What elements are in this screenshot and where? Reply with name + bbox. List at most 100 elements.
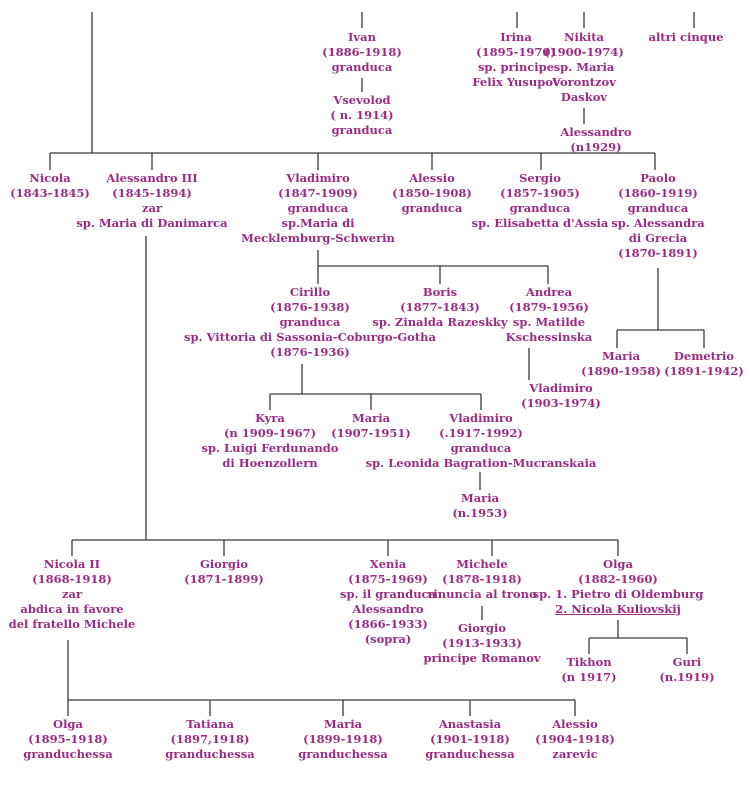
person-text-line: Giorgio	[199, 557, 248, 571]
person-text-line: granduca	[509, 201, 571, 215]
person-text-line: Tikhon	[566, 655, 612, 669]
person-text-line: Maria	[323, 717, 363, 731]
person-text-line: Alessandro	[352, 602, 424, 616]
person-text-line: (.1917-1992)	[439, 426, 523, 440]
person-maria-1899: Maria(1899-1918)granduchessa	[298, 717, 387, 762]
person-text-line: sp. Maria	[553, 60, 615, 74]
person-text-line: zar	[61, 587, 83, 601]
person-text-line: Michele	[456, 557, 508, 571]
person-text-line: granduca	[287, 201, 349, 215]
person-text-line: Nikita	[564, 30, 604, 44]
person-text-line: (1878-1918)	[442, 572, 522, 586]
person-text-line: sp. il granduca	[339, 587, 437, 601]
person-text-line: (1860-1919)	[618, 186, 698, 200]
person-text-line: Tatiana	[186, 717, 234, 731]
person-text-line: Vorontzov	[552, 75, 616, 89]
person-text-line: granduca	[450, 441, 512, 455]
person-text-line: Olga	[603, 557, 633, 571]
person-guri: Guri(n.1919)	[659, 655, 714, 685]
person-text-line: Alessandro III	[106, 171, 198, 185]
person-text-line: (1876-1936)	[270, 345, 350, 359]
person-text-line: Demetrio	[673, 349, 735, 363]
person-text-line: (1868-1918)	[32, 572, 112, 586]
person-text-line: Ivan	[348, 30, 376, 44]
person-text-line: granduchessa	[425, 747, 515, 761]
person-text-line: Nicola	[29, 171, 71, 185]
person-text-line: (1890-1958)	[581, 364, 661, 378]
person-text-line: principe Romanov	[423, 651, 541, 665]
person-maria-1890: Maria(1890-1958)	[581, 349, 661, 379]
person-text-line: granduchessa	[23, 747, 113, 761]
person-text-line: zarevic	[552, 747, 598, 761]
person-text-line: (n 1909-1967)	[223, 426, 317, 440]
person-maria-1907: Maria(1907-1951)	[331, 411, 411, 441]
person-text-line: (1877-1843)	[400, 300, 480, 314]
person-text-line: Xenia	[369, 557, 407, 571]
person-text-line: (1901-1918)	[430, 732, 510, 746]
person-ivan: Ivan(1886-1918)granduca	[322, 30, 402, 75]
person-text-line: Alessio	[409, 171, 455, 185]
person-text-line: Olga	[53, 717, 83, 731]
person-text-line: (1891-1942)	[664, 364, 744, 378]
person-text-line: Kschessinska	[505, 330, 593, 344]
person-text-line: Maria	[351, 411, 391, 425]
person-text-line: (1907-1951)	[331, 426, 411, 440]
person-text-line: Andrea	[525, 285, 573, 299]
person-text-line: Guri	[672, 655, 702, 669]
person-text-line: (1871-1899)	[184, 572, 264, 586]
person-alessandro-1929: Alessandro(n1929)	[560, 125, 631, 155]
person-text-line: sp. 1. Pietro di Oldemburg	[532, 587, 704, 601]
person-alessio-1850: Alessio(1850-1908)granduca	[392, 171, 472, 216]
person-boris: Boris(1877-1843)sp. Zinalda Razeskky	[372, 285, 507, 330]
person-text-line: sp. Leonida Bagration-Mucranskaia	[365, 456, 597, 470]
person-text-line: (sopra)	[364, 632, 412, 646]
person-text-line: (n.1953)	[452, 506, 508, 520]
altri-cinque: altri cinque	[648, 30, 723, 45]
person-text-line: granduchessa	[165, 747, 255, 761]
person-text-line: (1897,1918)	[170, 732, 250, 746]
person-text-line: di Hoenzollern	[222, 456, 318, 470]
person-text-line: (1875-1969)	[348, 572, 428, 586]
person-text-line: Vladimiro	[449, 411, 513, 425]
person-text-line: Paolo	[640, 171, 676, 185]
person-text-line: sp. Matilde	[512, 315, 586, 329]
person-text-line: (1904-1918)	[535, 732, 615, 746]
person-text-line: granduca	[627, 201, 689, 215]
person-text-line: (1882-1960)	[578, 572, 658, 586]
person-text-line: (1913-1933)	[442, 636, 522, 650]
person-text-line: granduca	[279, 315, 341, 329]
person-vsevolod: Vsevolod( n. 1914)granduca	[330, 93, 393, 138]
person-text-line: ( n. 1914)	[330, 108, 394, 122]
person-text-line: Anastasia	[438, 717, 502, 731]
person-nicola-1843: Nicola(1843-1845)	[10, 171, 90, 201]
person-text-line: zar	[141, 201, 163, 215]
person-text-line: (1903-1974)	[521, 396, 601, 410]
person-text-line: sp. Zinalda Razeskky	[372, 315, 508, 329]
person-text-line: di Grecia	[628, 231, 688, 245]
person-alessio-1904: Alessio(1904-1918)zarevic	[535, 717, 615, 762]
person-text-line: altri cinque	[648, 30, 724, 44]
person-text-line: (n1929)	[570, 140, 622, 154]
person-text-line: Kyra	[255, 411, 285, 425]
person-olga-1882: Olga(1882-1960)sp. 1. Pietro di Oldembur…	[533, 557, 704, 617]
person-text-line: Boris	[422, 285, 458, 299]
person-text-line: sp. Maria di Danimarca	[76, 216, 228, 230]
person-text-line: Sergio	[519, 171, 561, 185]
person-giorgio-1913: Giorgio(1913-1933)principe Romanov	[423, 621, 540, 666]
person-text-line: (1895-1918)	[28, 732, 108, 746]
person-tatiana: Tatiana(1897,1918)granduchessa	[165, 717, 254, 762]
person-text-line: 2. Nicola Kuliovskij	[555, 602, 681, 616]
person-text-line: (1847-1909)	[278, 186, 358, 200]
person-text-line: Irina	[500, 30, 532, 44]
person-demetrio: Demetrio(1891-1942)	[664, 349, 744, 379]
person-text-line: (1899-1918)	[303, 732, 383, 746]
person-giorgio-1871: Giorgio(1871-1899)	[184, 557, 264, 587]
person-text-line: (1879-1956)	[509, 300, 589, 314]
